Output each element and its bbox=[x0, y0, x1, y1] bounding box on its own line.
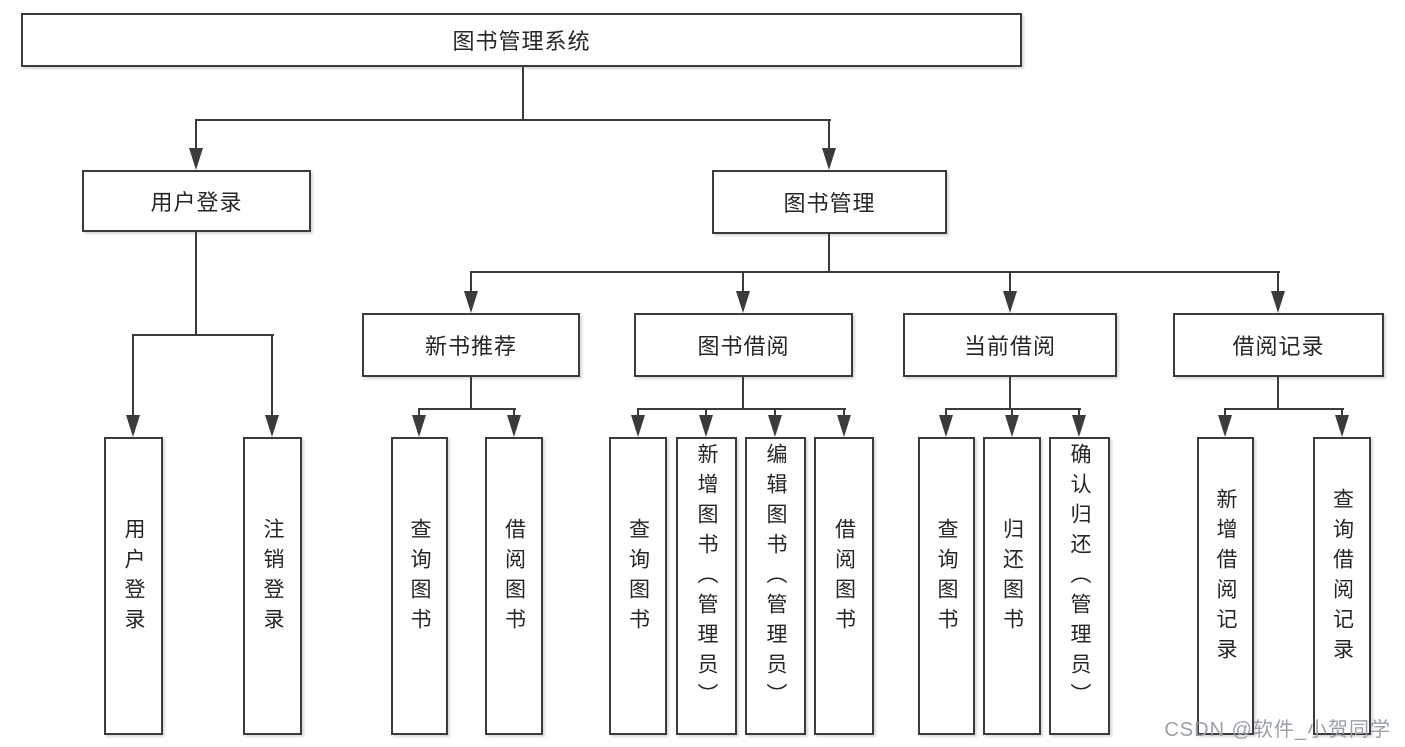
node-label: 编辑图书（管理员） bbox=[764, 443, 787, 713]
node-borrowing-records: 借阅记录 bbox=[1173, 313, 1384, 377]
arrow-down-icon bbox=[1003, 291, 1017, 313]
arrow-down-icon bbox=[768, 415, 782, 437]
node-edit-books-admin: 编辑图书（管理员） bbox=[745, 437, 806, 735]
node-library-management-system: 图书管理系统 bbox=[21, 13, 1022, 67]
connector-line bbox=[271, 334, 273, 416]
connector-line bbox=[195, 232, 197, 336]
connector-line bbox=[828, 119, 830, 149]
connector-line bbox=[513, 408, 515, 417]
node-confirm-return-admin: 确认归还（管理员） bbox=[1049, 437, 1110, 735]
connector-line bbox=[1078, 408, 1080, 417]
node-query-books: 查询图书 bbox=[391, 437, 448, 735]
connector-line bbox=[945, 408, 1081, 410]
node-label: 查询借阅记录 bbox=[1330, 488, 1354, 668]
node-add-borrow-record: 新增借阅记录 bbox=[1197, 437, 1254, 735]
connector-line bbox=[1341, 408, 1343, 417]
arrow-down-icon bbox=[126, 415, 140, 437]
node-label: 用户登录 bbox=[122, 518, 145, 638]
arrow-down-icon bbox=[631, 415, 645, 437]
connector-line bbox=[470, 377, 472, 410]
connector-line bbox=[1277, 271, 1279, 293]
connector-line bbox=[843, 408, 845, 417]
connector-line bbox=[828, 234, 830, 273]
node-label: 借阅图书 bbox=[502, 518, 526, 638]
arrow-down-icon bbox=[412, 415, 426, 437]
node-query-books: 查询图书 bbox=[918, 437, 975, 735]
node-label: 借阅图书 bbox=[832, 518, 856, 638]
node-label: 归还图书 bbox=[1000, 518, 1024, 638]
connector-line bbox=[1224, 408, 1226, 417]
node-current-borrowing: 当前借阅 bbox=[903, 313, 1117, 377]
connector-line bbox=[774, 408, 776, 417]
connector-line bbox=[705, 408, 707, 417]
connector-line bbox=[418, 408, 516, 410]
node-add-books-admin: 新增图书（管理员） bbox=[676, 437, 737, 735]
arrow-down-icon bbox=[699, 415, 713, 437]
connector-line bbox=[132, 334, 134, 416]
node-query-borrow-record: 查询借阅记录 bbox=[1313, 437, 1371, 735]
connector-line bbox=[637, 408, 639, 417]
node-user-login: 用户登录 bbox=[104, 437, 163, 735]
connector-line bbox=[470, 271, 472, 293]
arrow-down-icon bbox=[1335, 415, 1349, 437]
connector-line bbox=[1011, 408, 1013, 417]
node-borrow-books: 借阅图书 bbox=[485, 437, 543, 735]
connector-line bbox=[637, 408, 846, 410]
arrow-down-icon bbox=[1005, 415, 1019, 437]
csdn-watermark: CSDN @软件_小贺同学 bbox=[1164, 719, 1391, 741]
node-book-borrowing: 图书借阅 bbox=[634, 313, 853, 377]
arrow-down-icon bbox=[507, 415, 521, 437]
node-label: 查询图书 bbox=[626, 518, 650, 638]
node-label: 新增借阅记录 bbox=[1214, 488, 1237, 668]
arrow-down-icon bbox=[265, 415, 279, 437]
arrow-down-icon bbox=[822, 148, 836, 170]
node-logout-login: 注销登录 bbox=[243, 437, 302, 735]
connector-line bbox=[742, 377, 744, 410]
connector-line bbox=[1009, 377, 1011, 410]
node-return-books: 归还图书 bbox=[983, 437, 1041, 735]
node-label: 查询图书 bbox=[935, 518, 958, 638]
arrow-down-icon bbox=[736, 291, 750, 313]
connector-line bbox=[742, 271, 744, 293]
arrow-down-icon bbox=[837, 415, 851, 437]
node-label: 注销登录 bbox=[261, 518, 284, 638]
node-label: 查询图书 bbox=[408, 518, 431, 638]
node-label: 确认归还（管理员） bbox=[1068, 443, 1091, 713]
arrow-down-icon bbox=[1271, 291, 1285, 313]
node-user-login-group: 用户登录 bbox=[82, 170, 311, 232]
connector-line bbox=[132, 334, 274, 336]
arrow-down-icon bbox=[1072, 415, 1086, 437]
node-book-management: 图书管理 bbox=[712, 170, 947, 234]
connector-line bbox=[470, 271, 1280, 273]
connector-line bbox=[1277, 377, 1279, 410]
connector-line bbox=[522, 67, 524, 120]
arrow-down-icon bbox=[1218, 415, 1232, 437]
connector-line bbox=[195, 119, 831, 121]
node-query-books: 查询图书 bbox=[609, 437, 667, 735]
connector-line bbox=[1009, 271, 1011, 293]
connector-line bbox=[1224, 408, 1344, 410]
arrow-down-icon bbox=[939, 415, 953, 437]
node-new-book-recommend: 新书推荐 bbox=[362, 313, 580, 377]
arrow-down-icon bbox=[464, 291, 478, 313]
connector-line bbox=[945, 408, 947, 417]
arrow-down-icon bbox=[189, 148, 203, 170]
node-label: 新增图书（管理员） bbox=[695, 443, 718, 713]
connector-line bbox=[418, 408, 420, 417]
connector-line bbox=[195, 119, 197, 149]
node-borrow-books: 借阅图书 bbox=[814, 437, 874, 735]
